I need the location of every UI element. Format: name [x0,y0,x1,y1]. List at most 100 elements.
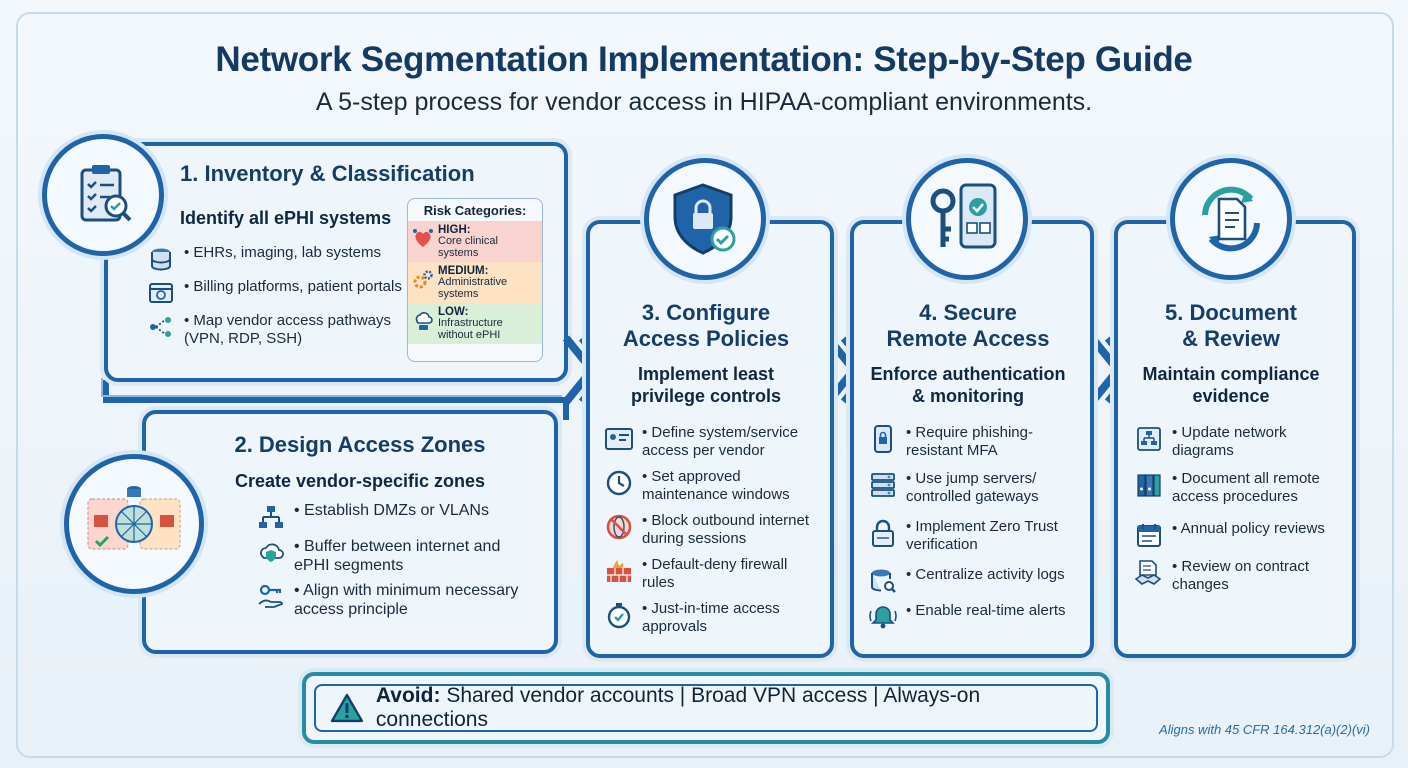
step2-icon-circle [64,454,204,594]
step1-subtitle: Identify all ePHI systems [180,208,392,228]
step4-item-5: Enable real-time alerts [868,602,1078,632]
bell-alert-icon [868,602,898,632]
step3-item-3-text: Block outbound internet during sessions [642,512,816,547]
binders-icon [1134,470,1164,500]
step3-icon-circle [644,158,766,280]
step4-item-1-text: Require phishing-resistant MFA [906,424,1078,459]
stopwatch-icon [604,600,634,630]
key-phone-icon [930,183,997,249]
step3-item-5: Just-in-time access approvals [604,600,816,635]
browser-icon [146,278,176,308]
step2-item-3-text: Align with minimum necessary access prin… [294,582,536,620]
step5-subtitle-line1: Maintain compliance [1142,364,1320,384]
warning-icon [330,693,364,723]
step4-title-line2: Remote Access [886,326,1050,351]
step3-item-5-text: Just-in-time access approvals [642,600,816,635]
step3-item-2: Set approved maintenance windows [604,468,816,503]
step5-title-line1: 5. Document [1164,300,1298,325]
step1-icon-circle [42,134,164,256]
step4-title-line1: 4. Secure [919,300,1017,325]
step4-item-4: Centralize activity logs [868,566,1078,596]
key-hand-icon [256,582,286,612]
step5-item-3: Annual policy reviews [1134,520,1340,550]
step2-item-2: Buffer between internet and ePHI segment… [256,538,536,576]
step5-item-1-text: Update network diagrams [1172,424,1340,459]
step5-item-4-text: Review on contract changes [1172,558,1340,593]
risk-title: Risk Categories: [423,203,527,218]
step5-item-1: Update network diagrams [1134,424,1340,459]
risk-categories-box: Risk Categories: HIGH:Core clinical syst… [407,198,543,362]
step1-item-2-text: Billing platforms, patient portals [184,278,401,296]
clipboard-check-icon [80,165,132,222]
step1-item-1-text: EHRs, imaging, lab systems [184,244,381,262]
flow-connector [101,378,569,420]
avoid-text: Shared vendor accounts | Broad VPN acces… [375,684,981,731]
calendar-icon [1134,520,1164,550]
step2-subtitle: Create vendor-specific zones [234,471,486,491]
step5-item-3-text: Annual policy reviews [1172,520,1325,538]
step3-subtitle-line1: Implement least [637,364,775,384]
cloud-shield-icon [256,538,286,568]
page-subtitle: A 5-step process for vendor access in HI… [315,88,1093,116]
step1-item-3-text: Map vendor access pathways (VPN, RDP, SS… [184,312,406,347]
avoid-label: Avoid: [375,684,441,707]
step5-icon-circle [1170,158,1292,280]
step4-icon-circle [906,158,1028,280]
outer-frame [16,12,1394,758]
hierarchy-icon [256,502,286,532]
risk-medium-desc: Administrative systems [438,275,508,300]
page-title: Network Segmentation Implementation: Ste… [215,40,1193,79]
risk-medium-label: MEDIUM: [438,264,489,277]
avoid-banner-inner: Avoid: Shared vendor accounts | Broad VP… [314,684,1098,732]
risk-low: LOW:Infrastructure without ePHI [408,303,542,344]
step4-item-3: Implement Zero Trust verification [868,518,1078,553]
step4-item-2-text: Use jump servers/ controlled gateways [906,470,1078,505]
risk-high-label: HIGH: [438,223,471,236]
step4-item-5-text: Enable real-time alerts [906,602,1065,620]
cloud-server-icon [412,310,434,337]
blocked-globe-icon [604,512,634,542]
gears-icon [412,269,434,296]
step5-item-4: Review on contract changes [1134,558,1340,593]
handshake-doc-icon [1134,558,1164,588]
step3-item-4: Default-deny firewall rules [604,556,816,591]
database-search-icon [868,566,898,596]
step4-item-2: Use jump servers/ controlled gateways [868,470,1078,505]
network-path-icon [146,312,176,342]
compliance-note: Aligns with 45 CFR 164.312(a)(2)(vi) [1159,722,1370,737]
step1-item-1: EHRs, imaging, lab systems [146,244,406,274]
server-stack-icon [868,470,898,500]
step4-item-3-text: Implement Zero Trust verification [906,518,1078,553]
step2-item-1: Establish DMZs or VLANs [256,502,536,532]
step5-item-2: Document all remote access procedures [1134,470,1340,505]
step3-item-2-text: Set approved maintenance windows [642,468,816,503]
step3-item-1-text: Define system/service access per vendor [642,424,816,459]
phone-lock-icon [868,424,898,454]
step2-title: 2. Design Access Zones [234,432,486,457]
step3-item-3: Block outbound internet during sessions [604,512,816,547]
avoid-banner: Avoid: Shared vendor accounts | Broad VP… [302,672,1110,744]
step2-item-1-text: Establish DMZs or VLANs [294,502,489,521]
step2-item-3: Align with minimum necessary access prin… [256,582,536,620]
database-icon [146,244,176,274]
step3-title-line1: 3. Configure [641,300,771,325]
network-zones-icon [87,486,181,550]
step4-item-1: Require phishing-resistant MFA [868,424,1078,459]
heart-network-icon [412,228,434,255]
risk-high: HIGH:Core clinical systems [408,221,542,262]
step1-title: 1. Inventory & Classification [180,161,475,186]
step5-item-2-text: Document all remote access procedures [1172,470,1340,505]
risk-medium: MEDIUM:Administrative systems [408,262,542,303]
step2-item-2-text: Buffer between internet and ePHI segment… [294,538,536,576]
risk-low-desc: Infrastructure without ePHI [438,316,503,341]
risk-low-label: LOW: [438,305,469,318]
id-card-icon [604,424,634,454]
step3-item-1: Define system/service access per vendor [604,424,816,459]
step4-subtitle-line2: & monitoring [912,386,1024,406]
step1-item-2: Billing platforms, patient portals [146,278,406,308]
step5-subtitle-line2: evidence [1192,386,1270,406]
step4-subtitle-line1: Enforce authentication [870,364,1066,384]
shield-lock-icon [673,183,736,255]
step3-title-line2: Access Policies [622,326,790,351]
step5-title-line2: & Review [1182,326,1280,351]
